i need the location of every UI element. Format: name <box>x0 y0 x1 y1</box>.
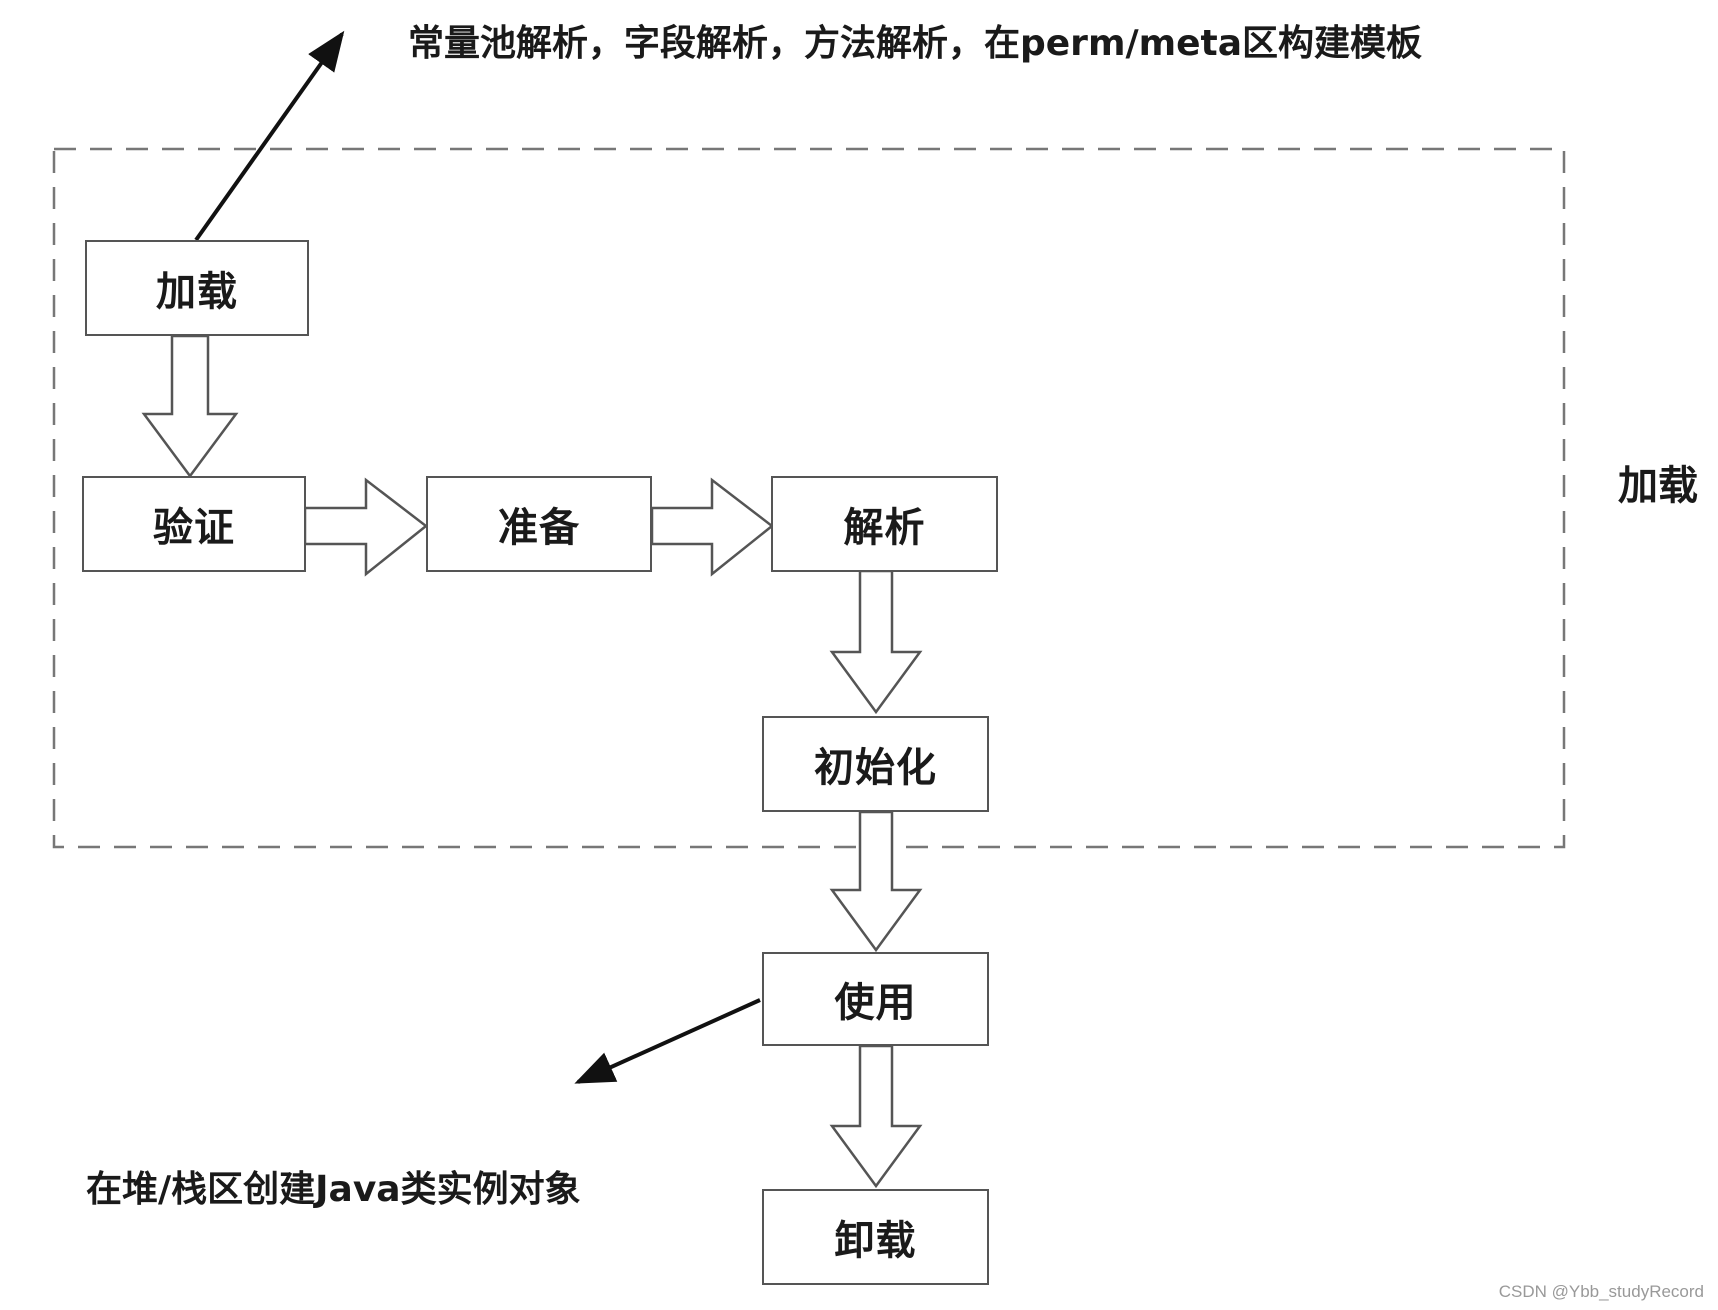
loading-annotation: 常量池解析，字段解析，方法解析，在perm/meta区构建模板 <box>408 23 1423 64</box>
using-annotation: 在堆/栈区创建Java类实例对象 <box>86 1169 581 1210</box>
loading-group-label: 加载 <box>1618 463 1698 509</box>
loading-group-border <box>52 147 1566 849</box>
stage-loading: 加载 <box>85 240 309 336</box>
arrow-using-to-unloading <box>829 1044 923 1189</box>
arrow-loading-to-verification <box>141 334 239 479</box>
stage-preparation: 准备 <box>426 476 652 572</box>
stage-resolution: 解析 <box>771 476 998 572</box>
stage-unloading: 卸载 <box>762 1189 989 1285</box>
stage-verification: 验证 <box>82 476 306 572</box>
arrow-resolution-to-initialization <box>829 569 923 715</box>
arrow-initialization-to-using <box>829 810 923 953</box>
arrow-verification-to-preparation <box>303 477 429 577</box>
watermark: CSDN @Ybb_studyRecord <box>1498 1282 1704 1301</box>
stage-using: 使用 <box>762 952 989 1046</box>
arrow-using-to-annotation <box>574 998 761 1084</box>
stage-initialization: 初始化 <box>762 716 989 812</box>
arrow-loading-to-annotation <box>194 30 345 242</box>
arrow-preparation-to-resolution <box>650 477 775 577</box>
